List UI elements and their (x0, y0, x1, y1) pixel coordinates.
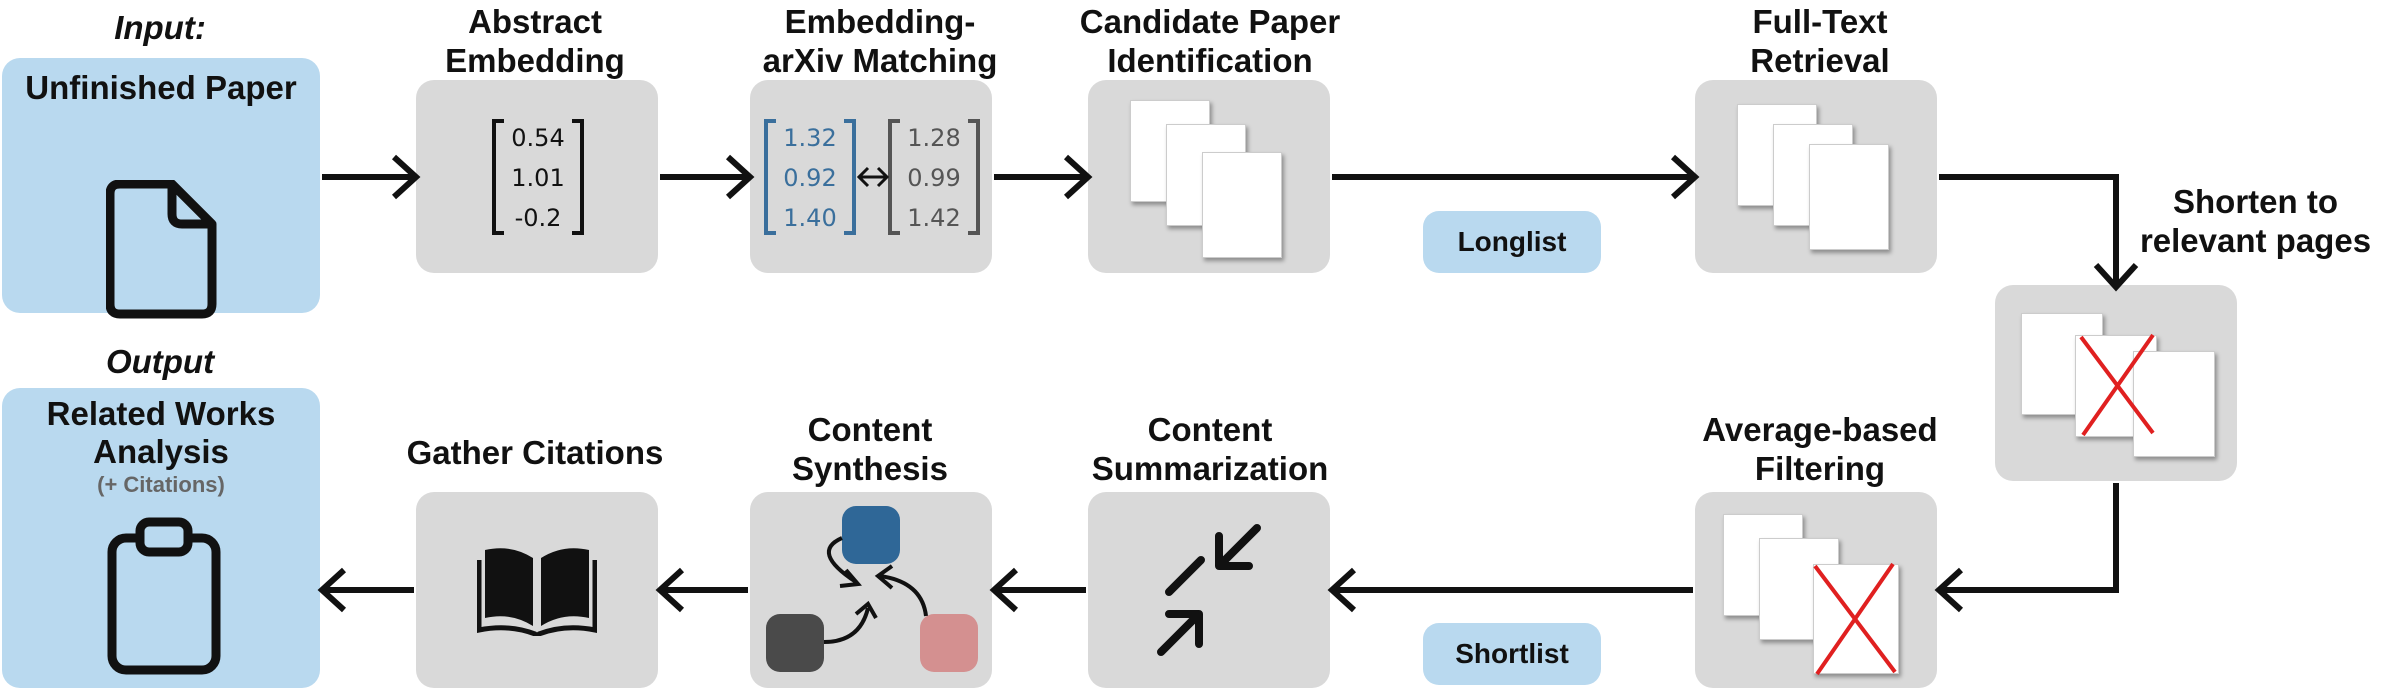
vector-value: 1.32 (783, 124, 837, 152)
vector-value: 0.92 (783, 164, 837, 192)
clipboard-icon (107, 517, 221, 675)
content-summarization-box (1088, 492, 1330, 688)
gather-citations-label: Gather Citations (406, 434, 664, 471)
abstract-embedding-box: 0.54 1.01 -0.2 (416, 80, 658, 273)
abstract-embedding-label-1: Abstract (468, 3, 602, 40)
arrow-candidates-to-retrieval (1332, 154, 1700, 200)
arrow-synthesis-to-citations (655, 567, 748, 613)
content-summarization-label-1: Content (1147, 411, 1273, 448)
double-arrow-icon (856, 166, 890, 188)
arrow-matching-to-candidates (994, 154, 1093, 200)
paper-thumbnail (2133, 351, 2215, 457)
shorten-label-2: relevant pages (2139, 222, 2372, 259)
embedding-matching-label-2: arXiv Matching (762, 42, 998, 79)
gather-citations-box (416, 492, 658, 688)
abstract-embedding-label-2: Embedding (445, 42, 625, 79)
shortlist-badge: Shortlist (1423, 623, 1601, 685)
arrow-filtering-to-summarization (1327, 567, 1693, 613)
reject-cross-icon (2079, 333, 2155, 437)
vector-value: 1.01 (511, 164, 565, 192)
content-summarization-label-2: Summarization (1091, 450, 1329, 487)
shorten-label-1: Shorten to (2173, 183, 2338, 220)
vector-value: 1.40 (783, 204, 837, 232)
average-filtering-box (1695, 492, 1937, 688)
compress-icon (1157, 524, 1261, 656)
arrow-citations-to-output (317, 567, 414, 613)
fulltext-retrieval-label-2: Retrieval (1750, 42, 1890, 79)
reject-cross-icon (1813, 562, 1897, 676)
arrow-retrieval-to-shorten (1939, 174, 2139, 292)
vector-value: 1.42 (907, 204, 961, 232)
paper-thumbnail (1809, 144, 1889, 250)
embedding-matching-label-1: Embedding- (784, 3, 976, 40)
arrow-input-to-embedding (322, 154, 421, 200)
output-title-line2: Analysis (93, 433, 229, 470)
average-filtering-label-1: Average-based (1702, 411, 1938, 448)
paper-thumbnail (1202, 152, 1282, 258)
content-synthesis-label-1: Content (807, 411, 933, 448)
average-filtering-label-2: Filtering (1754, 450, 1886, 487)
fulltext-retrieval-label-1: Full-Text (1752, 3, 1888, 40)
output-title-line1: Related Works (46, 395, 276, 432)
output-box: Related Works Analysis (+ Citations) (2, 388, 320, 688)
document-icon (106, 180, 217, 319)
matching-vector-brackets (764, 119, 980, 235)
vector-value: 1.28 (907, 124, 961, 152)
arrow-summarization-to-synthesis (989, 567, 1086, 613)
content-synthesis-label-2: Synthesis (792, 450, 948, 487)
synthesis-node-blue (842, 506, 900, 564)
input-title: Unfinished Paper (25, 69, 297, 106)
vector-value: -0.2 (514, 204, 562, 232)
fulltext-retrieval-box (1695, 80, 1937, 273)
synthesis-node-dark (766, 614, 824, 672)
vector-value: 0.54 (511, 124, 565, 152)
output-subtitle: (+ Citations) (97, 472, 225, 497)
content-synthesis-box (750, 492, 992, 688)
arrow-shorten-to-filtering (1934, 483, 2119, 613)
vector-value: 0.99 (907, 164, 961, 192)
candidate-identification-label-2: Identification (1107, 42, 1313, 79)
output-heading: Output (105, 343, 215, 380)
synthesis-node-pink (920, 614, 978, 672)
synthesis-arrows (823, 536, 928, 644)
embedding-vector-brackets (492, 119, 584, 235)
candidate-identification-label-1: Candidate Paper (1079, 3, 1341, 40)
candidate-identification-box (1088, 80, 1330, 273)
longlist-badge: Longlist (1423, 211, 1601, 273)
input-heading: Input: (114, 9, 206, 46)
embedding-matching-box: 1.32 0.92 1.40 1.28 0.99 1.42 (750, 80, 992, 273)
open-book-icon (477, 548, 597, 636)
input-box: Unfinished Paper (2, 58, 320, 319)
shorten-box (1995, 285, 2237, 481)
arrow-embedding-to-matching (660, 154, 755, 200)
